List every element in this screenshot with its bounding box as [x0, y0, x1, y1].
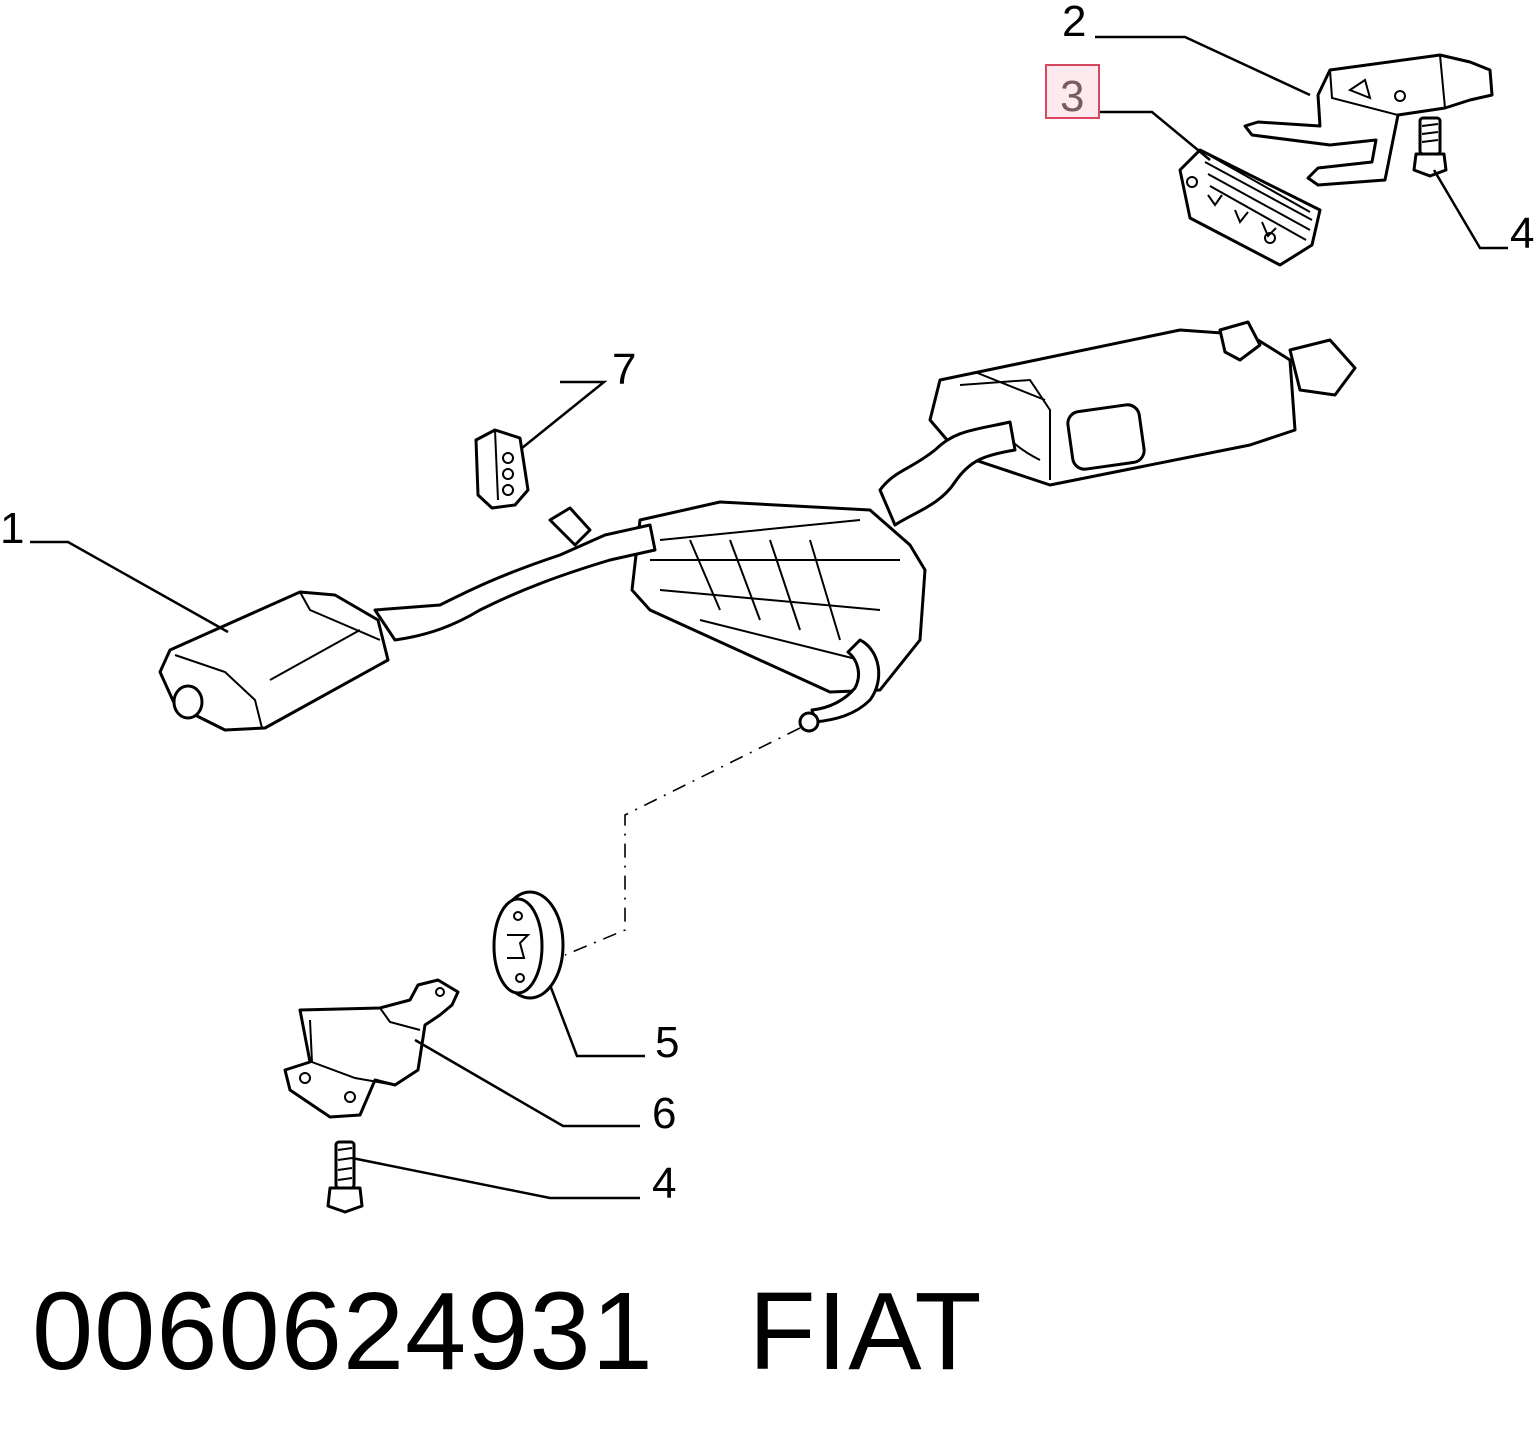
part-4-bolt-top — [1412, 116, 1448, 178]
part-1-front-silencer — [158, 590, 390, 732]
central-silencer-and-pipes — [373, 420, 1017, 733]
part-7-rubber-block — [474, 428, 530, 510]
callout-6: 6 — [652, 1089, 676, 1138]
part-4-bolt-bottom — [326, 1140, 364, 1214]
callout-4-top: 4 — [1510, 209, 1534, 258]
footer-caption: 0060624931 FIAT — [32, 1268, 983, 1395]
callout-7: 7 — [612, 345, 636, 394]
assembly-line — [564, 727, 801, 956]
part-3-rubber-mount — [1178, 148, 1322, 267]
rear-silencer — [928, 320, 1357, 487]
callout-2: 2 — [1062, 0, 1086, 46]
part-2-bracket — [1243, 53, 1494, 187]
callout-4-bottom: 4 — [652, 1159, 676, 1208]
callout-3-highlight — [1045, 64, 1100, 119]
part-number: 0060624931 — [32, 1270, 654, 1393]
brand-name: FIAT — [748, 1270, 983, 1393]
part-6-bracket — [283, 978, 460, 1119]
callout-5: 5 — [655, 1018, 679, 1067]
part-5-rubber-ring — [492, 890, 565, 1000]
callout-3: 3 — [1060, 72, 1084, 121]
callout-1: 1 — [0, 504, 24, 553]
leader-lines — [30, 35, 1508, 1200]
